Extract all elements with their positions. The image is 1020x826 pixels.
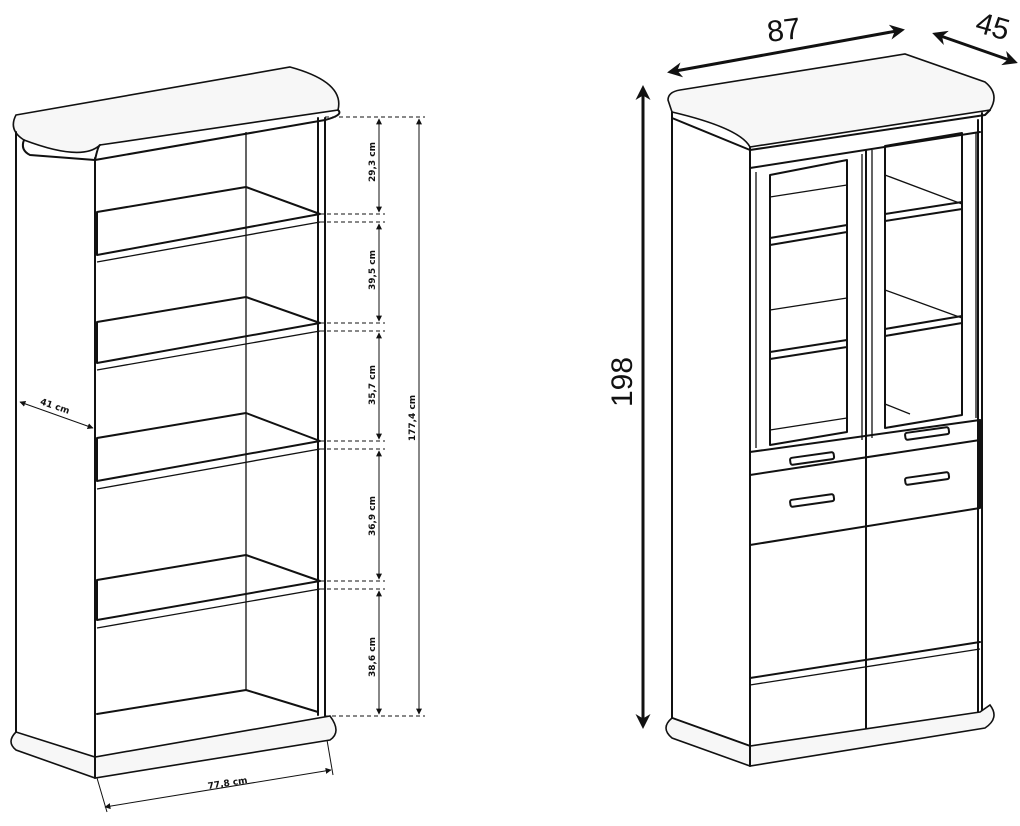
cabinet-depth-arrow xyxy=(932,30,1018,66)
cabinet-width-label: 87 xyxy=(765,12,802,49)
cabinet-base xyxy=(665,703,995,767)
bookcase-shelf-dimensions xyxy=(376,118,422,715)
drawer-handle-mid-right[interactable] xyxy=(904,471,951,486)
total-height-label: 177,4 cm xyxy=(408,395,418,441)
drawer-handle-mid-left[interactable] xyxy=(789,493,836,508)
shelf-gap-label-1: 29,3 cm xyxy=(368,142,378,182)
drawer-handle-top-left[interactable] xyxy=(789,451,836,466)
bookcase-left-side xyxy=(15,131,96,761)
cabinet-lower-doors xyxy=(749,524,981,741)
shelf-gap-label-5: 38,6 cm xyxy=(368,637,378,677)
cabinet-glass-doors xyxy=(749,132,981,453)
bookcase-drawing: 29,3 cm 39,5 cm 35,7 cm 36,9 cm 38,6 cm … xyxy=(10,66,425,813)
cabinet-drawers xyxy=(749,419,981,546)
drawer-handle-top-right[interactable] xyxy=(904,426,951,441)
bookcase-top xyxy=(12,66,340,154)
cabinet-height-label: 198 xyxy=(606,357,639,407)
shelf-gap-label-4: 36,9 cm xyxy=(368,496,378,536)
bookcase-shelves xyxy=(96,186,321,715)
bookcase-right-side xyxy=(317,117,326,717)
width-label: 77,8 cm xyxy=(207,776,248,792)
cabinet-drawing: 87 45 198 xyxy=(606,6,1018,767)
cabinet-left-side xyxy=(671,117,751,747)
depth-line xyxy=(19,400,94,430)
cabinet-depth-label: 45 xyxy=(972,6,1013,47)
width-line xyxy=(104,767,332,810)
cabinet-width-arrow xyxy=(667,24,905,78)
shelf-gap-label-2: 39,5 cm xyxy=(368,250,378,290)
shelf-gap-label-3: 35,7 cm xyxy=(368,365,378,405)
bookcase-reference-lines xyxy=(320,116,425,717)
cabinet-top xyxy=(667,53,995,148)
bookcase-base xyxy=(10,715,337,779)
